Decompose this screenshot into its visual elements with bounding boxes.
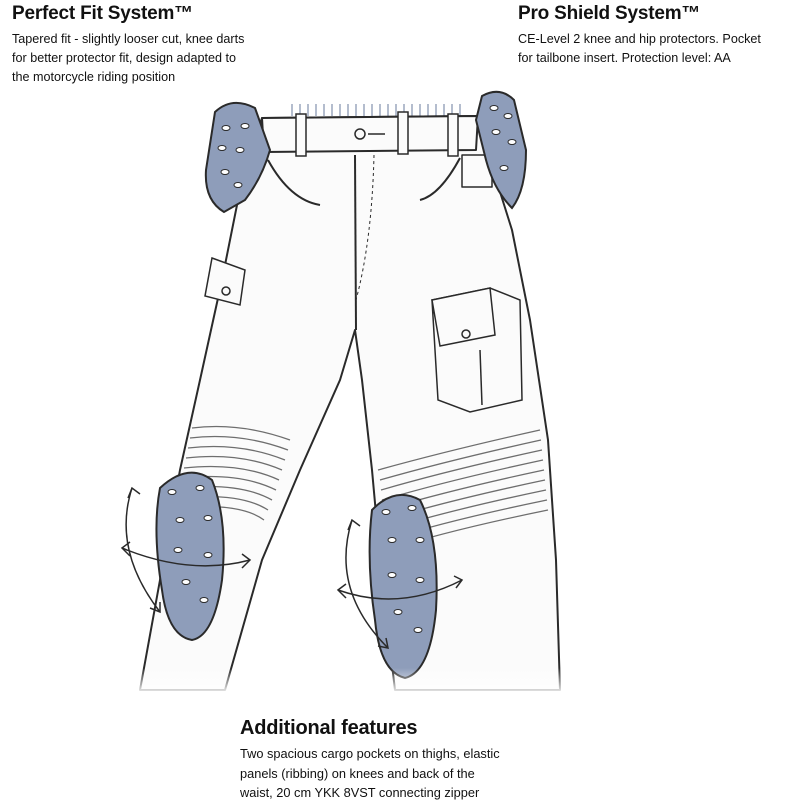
description-line: the motorcycle riding position	[12, 70, 176, 84]
description-line: Tapered fit - slightly looser cut, knee …	[12, 32, 245, 46]
cargo-pockets	[204, 256, 523, 413]
feature-title: Pro Shield System™	[518, 3, 701, 24]
hip-protector-right	[474, 90, 528, 210]
feature-description: Tapered fit - slightly looser cut, knee …	[12, 30, 302, 87]
description-line: panels (ribbing) on knees and back of th…	[240, 765, 475, 781]
feature-description: CE-Level 2 knee and hip protectors. Pock…	[518, 30, 800, 68]
feature-pro-shield: Pro Shield System™ CE-Level 2 knee and h…	[518, 2, 800, 68]
waist-ribbing	[291, 104, 461, 116]
feature-title: Perfect Fit System™	[12, 3, 193, 24]
bottom-fade	[100, 560, 600, 695]
belt-loops	[295, 111, 459, 157]
description-line: for tailbone insert. Protection level: A…	[518, 51, 731, 65]
feature-additional: Additional features Two spacious cargo p…	[240, 716, 560, 803]
hip-protector-left	[204, 101, 272, 214]
description-line: Two spacious cargo pockets on thighs, el…	[240, 746, 500, 761]
description-line: CE-Level 2 knee and hip protectors. Pock…	[518, 32, 761, 46]
feature-title: Additional features	[240, 717, 418, 739]
description-line: for better protector fit, design adapted…	[12, 51, 237, 65]
feature-description: Two spacious cargo pockets on thighs, el…	[240, 744, 560, 803]
feature-perfect-fit: Perfect Fit System™ Tapered fit - slight…	[12, 2, 302, 87]
description-line: waist, 20 cm YKK 8VST connecting zipper	[240, 785, 480, 800]
